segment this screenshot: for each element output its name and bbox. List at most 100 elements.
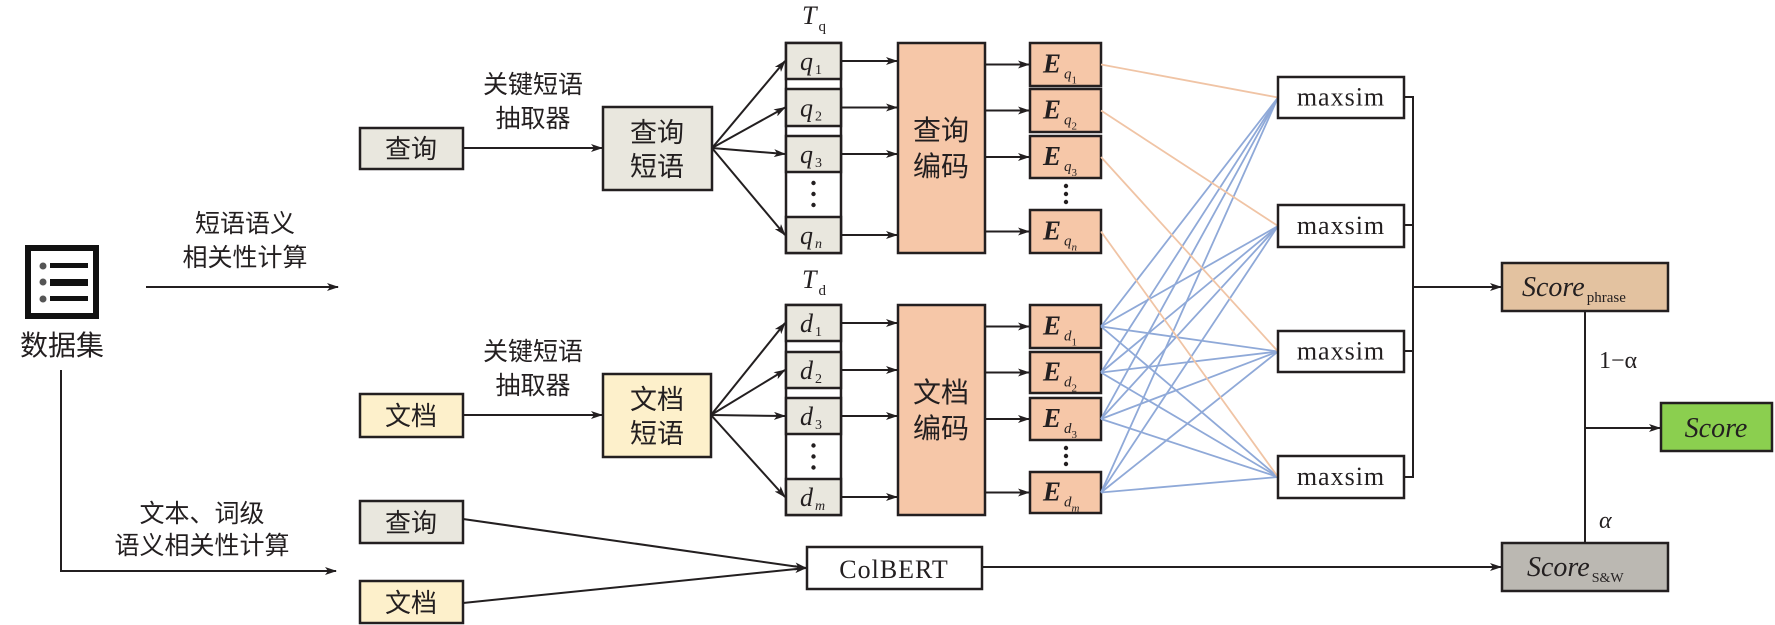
doc-embedding-to-maxsim-link <box>1100 350 1279 420</box>
doc-embedding-to-maxsim-link <box>1100 325 1279 353</box>
doc-phrase-label-line1: 文档 <box>630 385 684 416</box>
maxsim-label: maxsim <box>1297 211 1385 240</box>
query-embedding-ellipsis-dot <box>1063 191 1069 197</box>
dataset-label: 数据集 <box>20 329 104 362</box>
score-phrase-box <box>1500 261 1670 313</box>
doc-encoder-box <box>896 303 987 517</box>
doc-embedding-ellipsis-dot <box>1063 453 1069 459</box>
final-score-label: Score <box>1685 413 1748 444</box>
query-embedding-box <box>1028 87 1103 134</box>
final-score-box <box>1659 401 1774 453</box>
doc-embedding-ellipsis-dot <box>1063 461 1069 467</box>
query-extractor-label-line1: 关键短语 <box>483 70 583 99</box>
doc-phrase-to-token-arrow <box>710 414 786 498</box>
maxsim-label: maxsim <box>1297 462 1385 491</box>
query-embedding-ellipsis-dot <box>1063 199 1069 205</box>
doc-input-label: 文档 <box>385 402 437 432</box>
doc-phrase-label-line2: 短语 <box>630 419 684 450</box>
query-encoder-label-line2: 编码 <box>913 150 969 183</box>
query-embedding-box <box>1028 208 1103 255</box>
doc-embedding-to-maxsim-link <box>1100 97 1279 373</box>
doc-to-colbert-arrow <box>462 565 807 604</box>
doc-token-cell <box>784 396 843 436</box>
query-token-cell <box>784 134 843 174</box>
phrase-branch-label-line1: 短语语义 <box>195 209 295 238</box>
doc-embedding-to-maxsim-link <box>1100 97 1279 420</box>
dataset-icon <box>25 245 99 319</box>
colbert-doc-box <box>358 579 465 625</box>
doc-token-ellipsis-dot <box>811 443 816 448</box>
colbert-label: ColBERT <box>839 555 948 584</box>
doc-embedding-to-maxsim-link <box>1100 350 1279 374</box>
doc-phrase-to-token-arrow <box>710 369 786 416</box>
text-word-branch-label-line2: 语义相关性计算 <box>114 531 289 560</box>
doc-embedding-to-maxsim-link <box>1100 225 1279 420</box>
query-phrase-label-line2: 短语 <box>630 152 684 183</box>
query-embedding-box <box>1028 41 1103 88</box>
query-token-ellipsis-dot <box>811 202 816 208</box>
text-word-branch-arrow <box>60 370 337 575</box>
query-input-label: 查询 <box>385 135 437 165</box>
query-to-colbert-arrow <box>462 518 807 571</box>
doc-extractor-label-line2: 抽取器 <box>495 371 570 400</box>
query-phrase-label-line1: 查询 <box>630 118 684 149</box>
query-embedding-to-maxsim-link <box>1100 230 1279 478</box>
query-phrase-to-token-arrow <box>711 147 786 158</box>
maxsim-box <box>1276 454 1406 500</box>
doc-token-cell <box>784 303 843 343</box>
weight-sw-label: α <box>1599 508 1612 534</box>
query-embedding-to-maxsim-link <box>1100 156 1279 353</box>
doc-phrase-to-token-arrow <box>710 411 786 420</box>
doc-embedding-to-maxsim-link <box>1100 225 1279 328</box>
doc-embedding-box <box>1028 396 1103 442</box>
query-token-cell <box>784 87 843 128</box>
query-phrase-box <box>601 105 714 192</box>
doc-extractor-label-line1: 关键短语 <box>483 337 583 366</box>
doc-token-ellipsis-dot <box>811 454 816 459</box>
colbert-doc-label: 文档 <box>385 589 437 619</box>
maxsim-label: maxsim <box>1297 337 1385 366</box>
query-token-ellipsis-dot <box>811 180 816 186</box>
query-token-cell <box>784 215 843 255</box>
score-sw-box <box>1500 541 1670 593</box>
doc-phrase-to-token-arrow <box>710 322 786 416</box>
text-word-branch-label-line1: 文本、词级 <box>139 499 264 528</box>
doc-embedding-to-maxsim-link <box>1100 225 1279 374</box>
weight-phrase-label: 1−α <box>1599 348 1638 374</box>
doc-token-cell <box>784 350 843 390</box>
doc-embedding-box <box>1028 350 1103 395</box>
query-embedding-to-maxsim-link <box>1100 109 1279 227</box>
doc-embedding-box <box>1028 303 1103 350</box>
query-phrase-to-token-arrow <box>711 147 786 236</box>
query-encoder-box <box>896 41 987 255</box>
maxsim-aggregation-bracket <box>1404 96 1414 478</box>
doc-embedding-to-maxsim-link <box>1100 350 1279 494</box>
maxsim-label: maxsim <box>1297 83 1385 112</box>
colbert-query-label: 查询 <box>385 509 437 539</box>
doc-embedding-to-maxsim-link <box>1100 418 1279 478</box>
doc-embedding-to-maxsim-link <box>1100 96 1279 328</box>
phrase-branch-label-line2: 相关性计算 <box>182 243 307 272</box>
doc-token-cell <box>784 477 843 517</box>
query-phrase-to-token-arrow <box>711 106 786 149</box>
query-embedding-ellipsis-dot <box>1063 183 1069 189</box>
